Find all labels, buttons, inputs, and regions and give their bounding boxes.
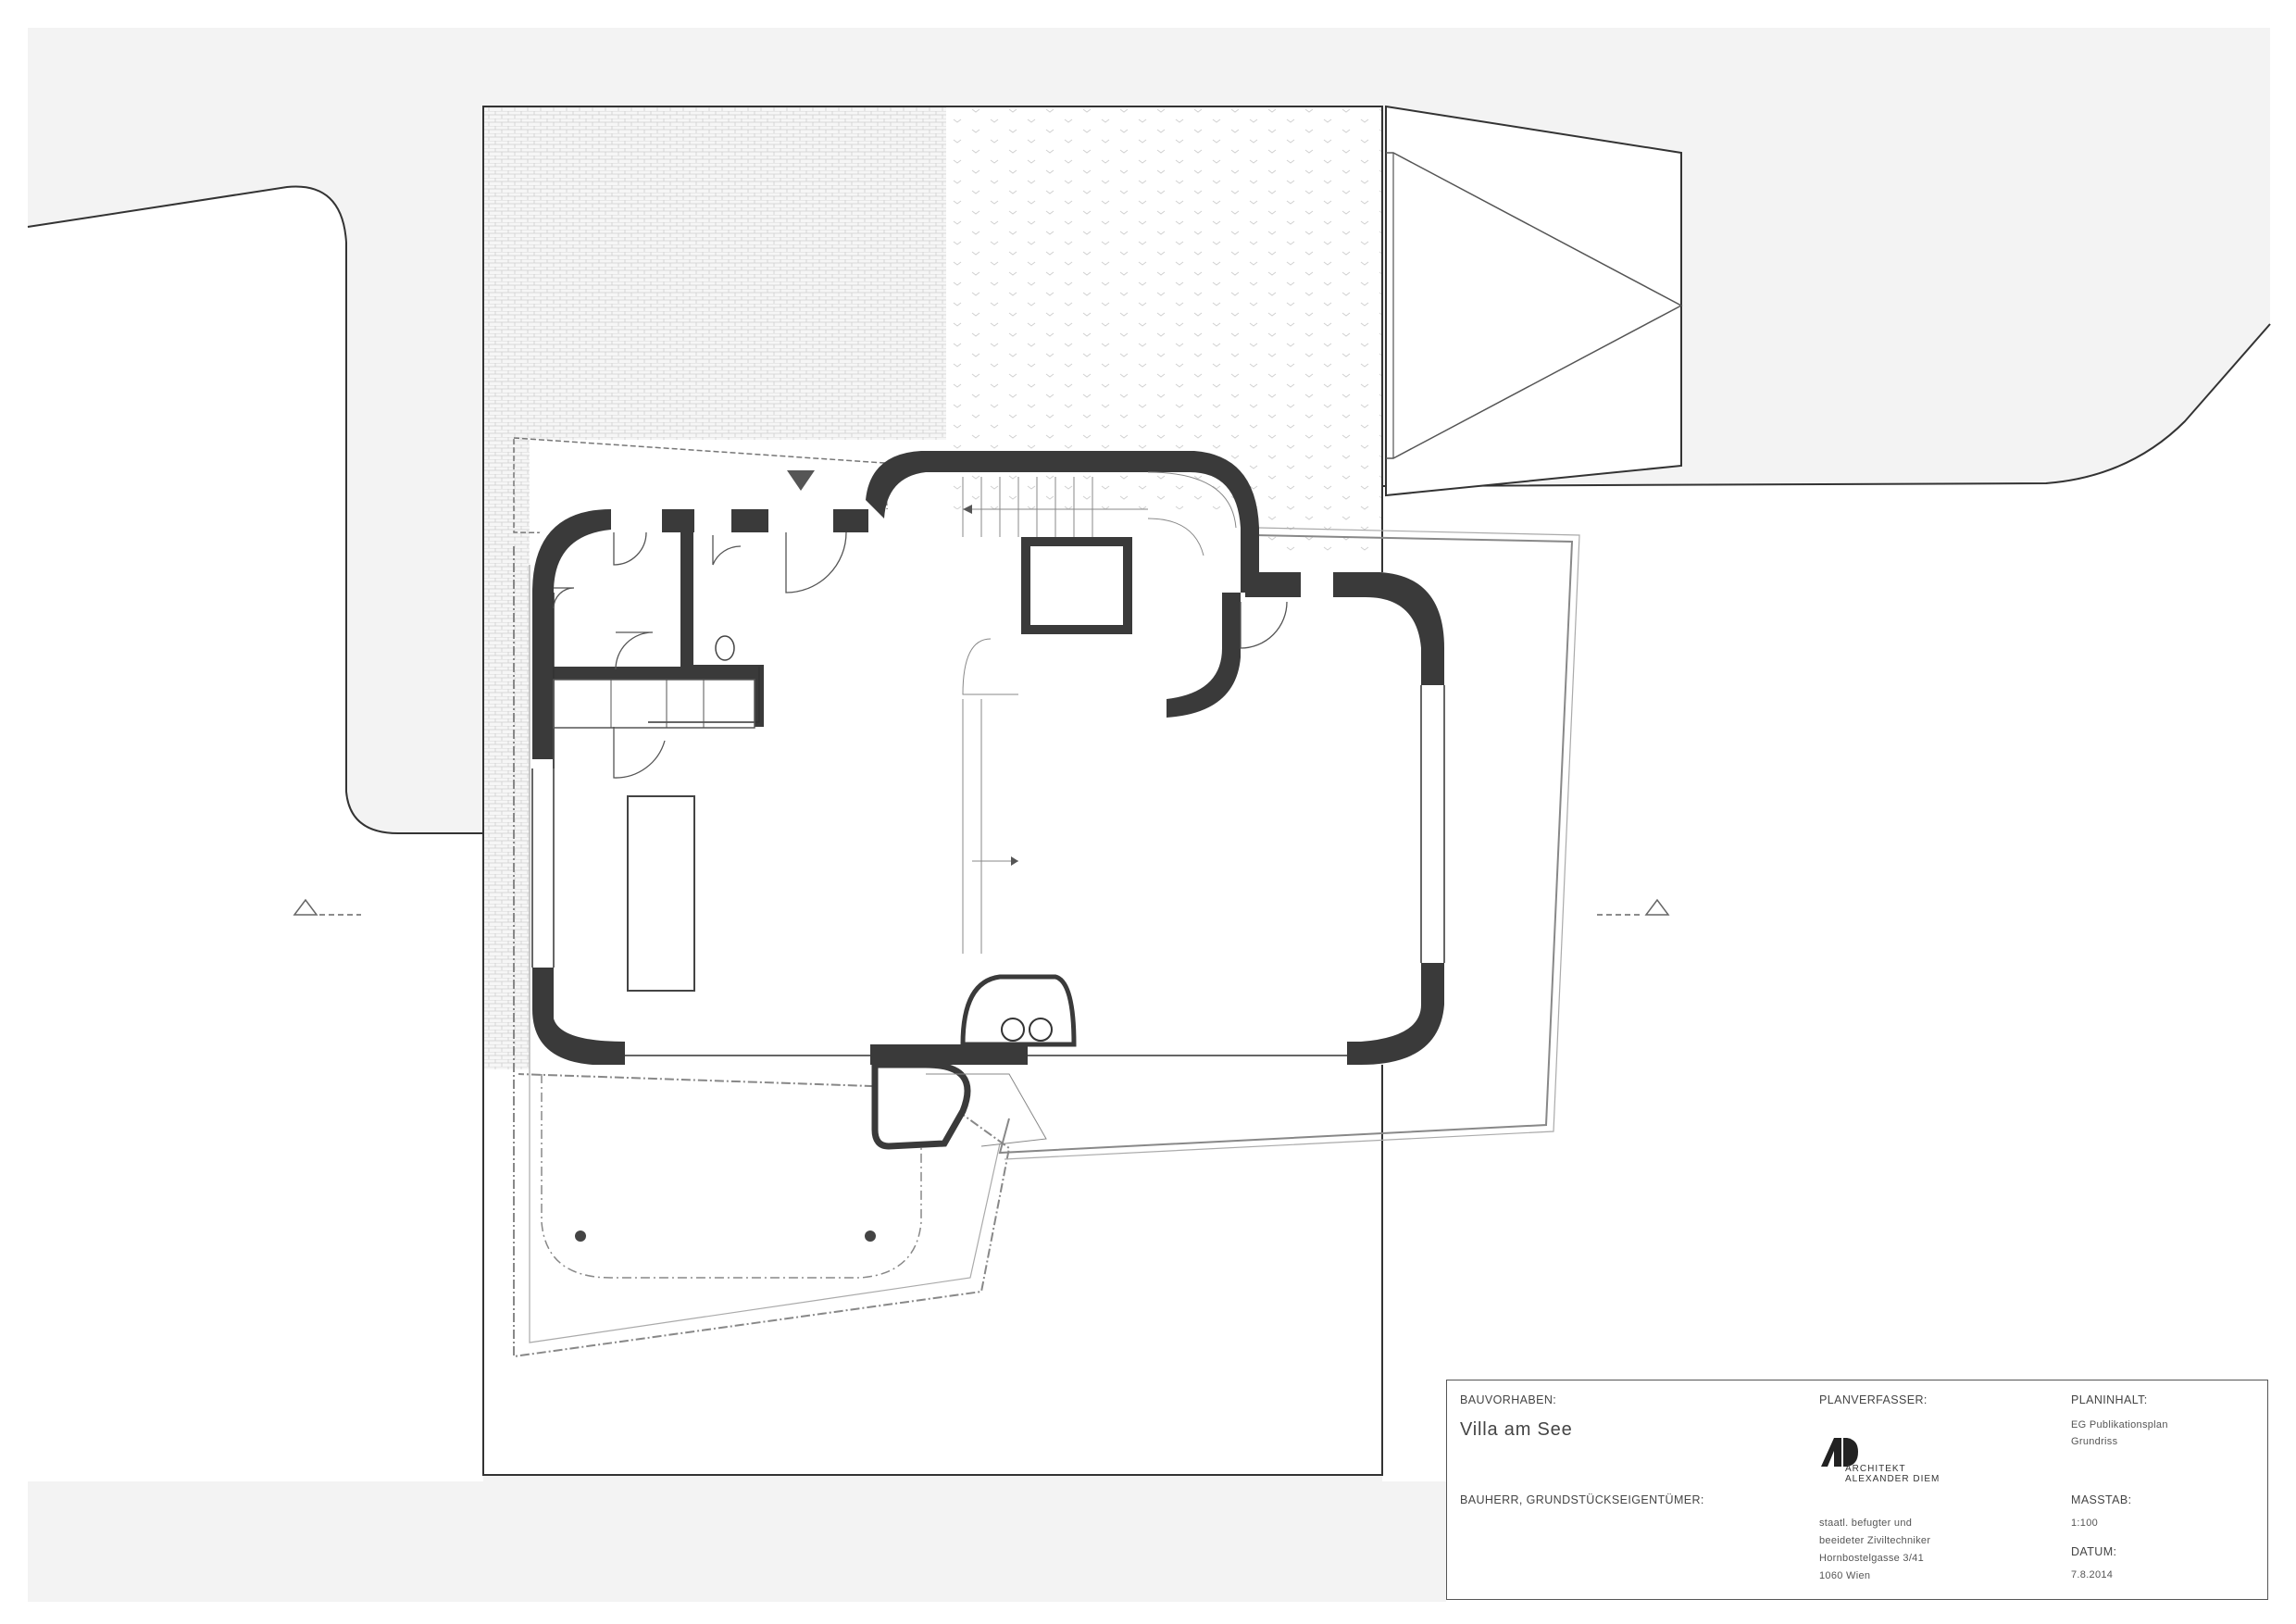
house-interior (532, 509, 1444, 1065)
client-label: BAUHERR, GRUNDSTÜCKSEIGENTÜMER: (1460, 1493, 1704, 1506)
scale-label: MASSTAB: (2071, 1493, 2132, 1506)
planner-address-2: beeideter Ziviltechniker (1819, 1535, 1931, 1546)
neighbour-building (1385, 105, 1682, 497)
staircase (962, 471, 1237, 954)
date-label: DATUM: (2071, 1545, 2117, 1558)
planner-address-1: staatl. befugter und (1819, 1518, 1913, 1529)
architect-logo-icon (1821, 1438, 1858, 1467)
pool-outline (541, 1074, 922, 1279)
kitchen-island (627, 795, 695, 992)
planner-address-3: Hornbostelgasse 3/41 (1819, 1553, 1925, 1564)
lower-stair (871, 1061, 971, 1150)
stove-2 (1029, 1018, 1053, 1042)
right-terrace (998, 534, 1574, 1155)
fireplace (960, 974, 1077, 1047)
entrance-arrow-icon (787, 470, 815, 491)
content-line-2: Grundriss (2071, 1436, 2118, 1447)
scale-value: 1:100 (2071, 1518, 2099, 1529)
garden-light-2 (865, 1230, 876, 1242)
stove-1 (1001, 1018, 1025, 1042)
lot-white-area (1382, 324, 2270, 1602)
wc (715, 635, 735, 661)
logo-line-1: ARCHITEKT (1845, 1464, 1906, 1474)
planner-address-4: 1060 Wien (1819, 1570, 1871, 1581)
logo-line-2: ALEXANDER DIEM (1845, 1474, 1940, 1484)
project-label: BAUVORHABEN: (1460, 1393, 1557, 1406)
road-area (28, 186, 483, 1481)
paving-chevron (946, 106, 1382, 551)
paving-brick (483, 106, 946, 440)
garden-outline (513, 546, 1011, 1358)
section-marker-icon (293, 898, 1670, 916)
paving-brick-left (483, 440, 530, 1069)
date-value: 7.8.2014 (2071, 1569, 2114, 1580)
content-label: PLANINHALT: (2071, 1393, 2148, 1406)
garden-light-1 (575, 1230, 586, 1242)
title-block: BAUVORHABEN: Villa am See BAUHERR, GRUND… (1446, 1380, 2268, 1600)
walls (532, 451, 1444, 1065)
content-line-1: EG Publikationsplan (2071, 1419, 2168, 1430)
project-name: Villa am See (1460, 1419, 1573, 1440)
planner-label: PLANVERFASSER: (1819, 1393, 1928, 1406)
